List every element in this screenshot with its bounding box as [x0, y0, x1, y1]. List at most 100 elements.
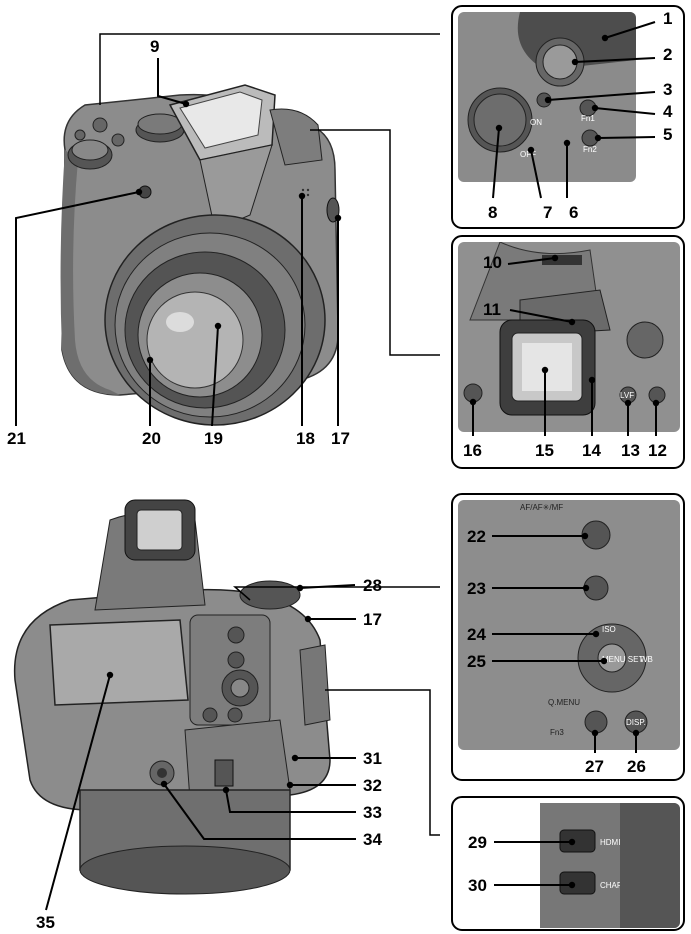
callout-number-30: 30 [468, 876, 487, 895]
leader-dot-9 [182, 100, 190, 108]
callout-number-19: 19 [204, 429, 223, 448]
callout-number-22: 22 [467, 527, 486, 546]
callout-number-18: 18 [296, 429, 315, 448]
callout-number-10: 10 [483, 253, 502, 272]
svg-text:MENU SET: MENU SET [602, 655, 643, 664]
leader-dot-13 [624, 399, 632, 407]
leader-line-28 [299, 584, 356, 589]
svg-text:Fn2: Fn2 [583, 145, 597, 154]
callout-number-11: 11 [483, 300, 501, 319]
leader-line-8 [492, 127, 500, 199]
callout-number-32: 32 [363, 776, 382, 795]
svg-text:Fn1: Fn1 [581, 114, 595, 123]
leader-line-3 [547, 91, 656, 101]
leader-dot-21 [135, 188, 143, 196]
callout-number-8: 8 [488, 203, 497, 222]
callout-number-21: 21 [7, 429, 26, 448]
leader-line-7 [530, 149, 542, 199]
leader-dot-25 [600, 657, 608, 665]
callout-number-12: 12 [648, 441, 667, 460]
leader-lines [15, 21, 657, 911]
callout-number-7: 7 [543, 203, 552, 222]
leader-dot-17 [334, 214, 342, 222]
leader-dot-16 [469, 398, 477, 406]
bracket-connector [99, 33, 440, 105]
leader-dot-3 [544, 96, 552, 104]
callout-number-24: 24 [467, 625, 486, 644]
callout-number-2: 2 [663, 45, 672, 64]
leader-dot-5 [594, 134, 602, 142]
callout-number-16: 16 [463, 441, 482, 460]
camera-back-view [13, 499, 331, 895]
callout-number-17b: 17 [363, 610, 382, 629]
callout-number-15: 15 [535, 441, 554, 460]
leader-dot-22 [581, 532, 589, 540]
detail-panel-rear-top: LVF [451, 235, 685, 469]
bracket-connector [310, 129, 440, 356]
leader-dot-15 [541, 366, 549, 374]
leader-dot-34 [160, 780, 168, 788]
callout-number-20: 20 [142, 429, 161, 448]
leader-dot-35 [106, 671, 114, 679]
leader-line-21 [15, 191, 140, 426]
leader-line-33 [225, 789, 356, 813]
leader-dot-24 [592, 630, 600, 638]
callout-number-34: 34 [363, 830, 382, 849]
callout-number-17: 17 [331, 429, 350, 448]
leader-dot-14 [588, 376, 596, 384]
callout-number-31: 31 [363, 749, 382, 768]
callout-number-27: 27 [585, 757, 604, 776]
callout-number-5: 5 [663, 125, 672, 144]
leader-dot-19 [214, 322, 222, 330]
callout-number-13: 13 [621, 441, 640, 460]
leader-dot-6 [563, 139, 571, 147]
leader-dot-11 [568, 318, 576, 326]
svg-text:LVF: LVF [620, 391, 634, 400]
bracket-connector [325, 689, 440, 836]
leader-dot-17b [304, 615, 312, 623]
callout-number-25: 25 [467, 652, 486, 671]
leader-line-9 [157, 58, 187, 105]
leader-dot-28 [296, 584, 304, 592]
callout-number-33: 33 [363, 803, 382, 822]
leader-line-19 [211, 325, 219, 427]
svg-text:Fn3: Fn3 [550, 728, 564, 737]
leader-dots [106, 34, 660, 889]
callout-number-9: 9 [150, 37, 159, 56]
callout-number-1: 1 [663, 9, 672, 28]
leader-dot-32 [286, 781, 294, 789]
leader-dot-8 [495, 124, 503, 132]
leader-dot-2 [571, 58, 579, 66]
leader-dot-4 [591, 104, 599, 112]
callout-number-4: 4 [663, 102, 673, 121]
callout-number-28: 28 [363, 576, 382, 595]
callout-number-26: 26 [627, 757, 646, 776]
leader-line-5 [597, 136, 656, 139]
bracket-connector [232, 586, 440, 601]
leader-dot-27 [591, 729, 599, 737]
svg-text:ISO: ISO [602, 625, 616, 634]
leader-dot-12 [652, 399, 660, 407]
detail-panel-rear-buttons: AF/AF✳/MF ISO WB MENU SET Q.MENU Fn3 DIS… [451, 493, 685, 781]
svg-text:CHARGE: CHARGE [600, 881, 634, 890]
callout-labels: 1234567891011121314151617181920212223242… [7, 9, 673, 932]
leader-dot-29 [568, 838, 576, 846]
leader-dot-26 [632, 729, 640, 737]
leader-line-35 [45, 674, 111, 911]
svg-text:WB: WB [640, 655, 653, 664]
camera-front-view [60, 84, 340, 426]
leader-dot-10 [551, 254, 559, 262]
leader-line-4 [594, 107, 656, 115]
svg-text:ON: ON [530, 118, 542, 127]
leader-dot-33 [222, 786, 230, 794]
callout-number-35: 35 [36, 913, 55, 932]
leader-line-11 [509, 309, 573, 323]
leader-line-1 [604, 21, 656, 39]
leader-dot-20 [146, 356, 154, 364]
callout-number-6: 6 [569, 203, 578, 222]
leader-line-34 [163, 783, 356, 840]
leader-dot-7 [527, 146, 535, 154]
leader-dot-1 [601, 34, 609, 42]
svg-text:OFF: OFF [520, 150, 536, 159]
